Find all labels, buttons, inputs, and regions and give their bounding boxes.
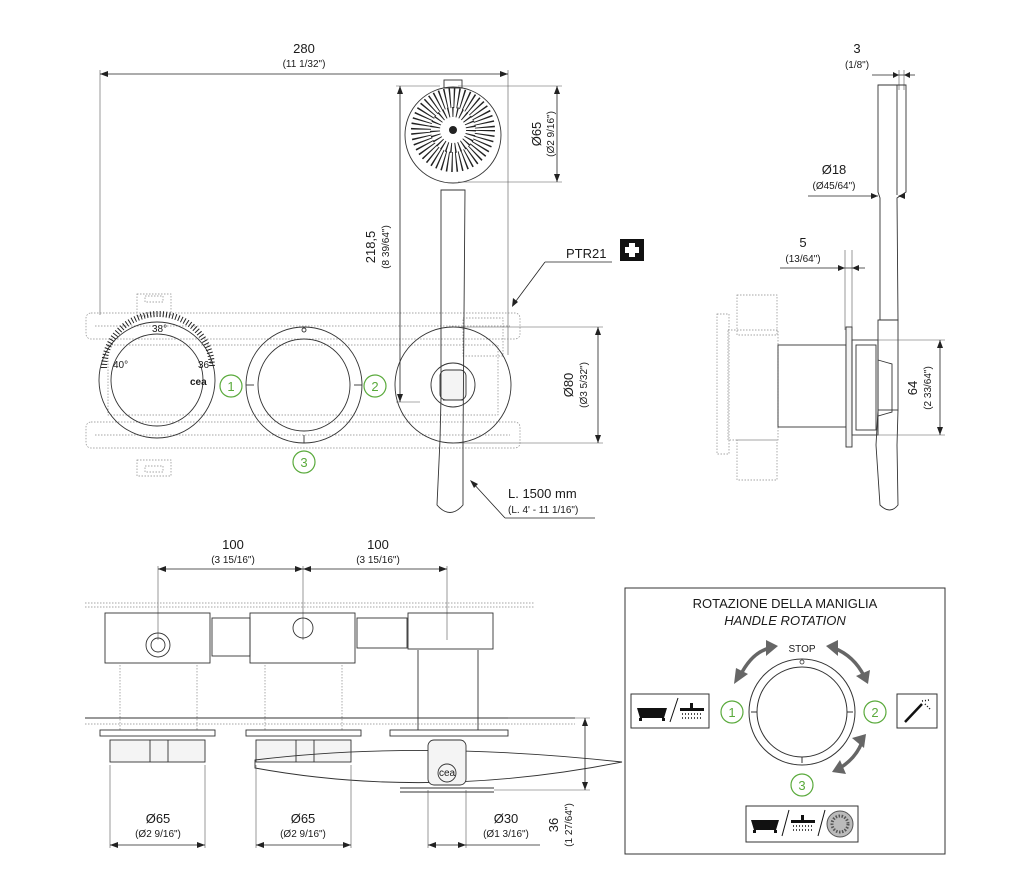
depth-main: 36 (546, 818, 561, 832)
knob-1-sub: (Ø2 9/16") (135, 829, 181, 840)
head-diameter-sub: (Ø2 9/16") (546, 111, 557, 157)
aerator-icon (826, 810, 854, 838)
side-height-sub: (2 33/64") (923, 366, 934, 410)
shower-head-icon-2 (791, 815, 815, 831)
marker-2 (363, 374, 387, 398)
width-total-main: 280 (293, 41, 315, 56)
thermo-label-38: 38° (152, 324, 167, 335)
marker-3-label: 3 (300, 455, 307, 470)
rotation-marker-3-label: 3 (798, 778, 805, 793)
front-view: 280 (11 1/32") 40° 38° 36° cea 1 2 (85, 41, 644, 519)
rotation-marker-1 (720, 700, 744, 724)
side-offset-sub: (13/64") (785, 254, 820, 265)
marker-1-label: 1 (227, 379, 234, 394)
knob-2-sub: (Ø2 9/16") (280, 829, 326, 840)
brand-mark: cea (190, 377, 207, 388)
rotation-box: ROTAZIONE DELLA MANIGLIA HANDLE ROTATION… (624, 587, 946, 855)
flange-diameter-sub: (Ø3 5/32") (579, 362, 590, 408)
spacing-2-sub: (3 15/16") (356, 555, 400, 566)
hand-shower-icon (904, 699, 932, 723)
thermo-label-36: 36° (198, 360, 213, 371)
handle-diameter-main: Ø18 (822, 162, 847, 177)
handle-diameter-sub: (Ø45/64") (812, 181, 855, 192)
flange-diameter-main: Ø80 (561, 373, 576, 398)
spacing-2-main: 100 (367, 537, 389, 552)
rotation-marker-2 (863, 700, 887, 724)
bathtub-icon-2 (751, 820, 779, 833)
top-view: 100 (3 15/16") 100 (3 15/16") (85, 537, 623, 848)
shower-head-dots (411, 88, 495, 172)
bathtub-icon (637, 708, 667, 721)
head-diameter-main: Ø65 (529, 122, 544, 147)
part-code: PTR21 (566, 246, 606, 261)
knob-2-main: Ø65 (291, 811, 316, 826)
rotation-title: ROTAZIONE DELLA MANIGLIA (693, 596, 878, 611)
rotation-marker-2-label: 2 (871, 705, 878, 720)
marker-2-label: 2 (371, 379, 378, 394)
hose-length-sub: (L. 4' - 11 1/16") (508, 505, 578, 516)
brand-mark-top: cea (439, 768, 456, 779)
side-thickness-sub: (1/8") (845, 60, 869, 71)
hose-length-main: L. 1500 mm (508, 486, 577, 501)
width-total-sub: (11 1/32") (283, 59, 326, 70)
depth-sub: (1 27/64") (564, 803, 575, 847)
marker-1 (219, 374, 243, 398)
side-offset-main: 5 (799, 235, 806, 250)
rotation-marker-3 (790, 773, 814, 797)
spacing-1-sub: (3 15/16") (211, 555, 255, 566)
side-view: 3 (1/8") Ø18 (Ø45/64") 5 (13/64") (716, 41, 945, 511)
rotation-subtitle: HANDLE ROTATION (724, 613, 846, 628)
shower-head-icon (680, 703, 704, 719)
stop-label: STOP (788, 644, 815, 655)
outlet-sub: (Ø1 3/16") (483, 829, 529, 840)
side-height-main: 64 (905, 381, 920, 395)
side-thickness-main: 3 (853, 41, 860, 56)
knob-1-main: Ø65 (146, 811, 171, 826)
height-sub: (8 39/64") (381, 225, 392, 269)
spacing-1-main: 100 (222, 537, 244, 552)
height-main: 218,5 (363, 231, 378, 264)
thermo-label-40: 40° (113, 360, 128, 371)
marker-3 (292, 450, 316, 474)
rotation-marker-1-label: 1 (728, 705, 735, 720)
outlet-main: Ø30 (494, 811, 519, 826)
